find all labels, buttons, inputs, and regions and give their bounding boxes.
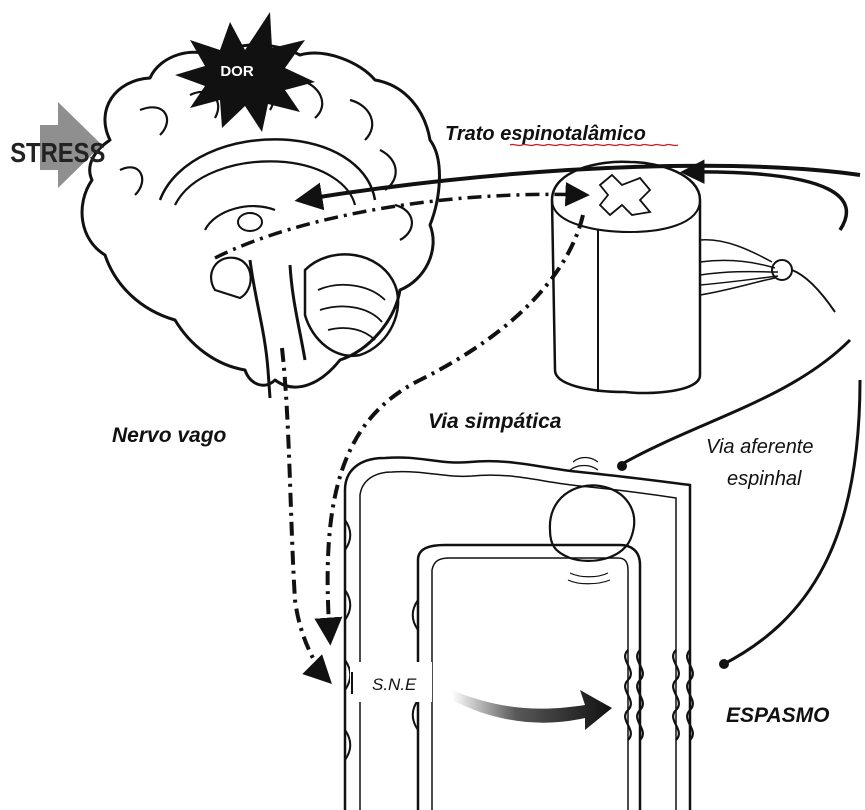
afferent-label-line2: espinhal	[727, 468, 802, 490]
vagus-nerve-label: Nervo vago	[112, 424, 227, 447]
brain-to-cord-path	[215, 194, 585, 258]
sympathetic-label: Via simpática	[428, 410, 562, 433]
colon	[345, 457, 690, 810]
spasm-coils	[625, 650, 693, 740]
dor-label: DOR	[220, 63, 254, 80]
spasm-label: ESPASMO	[726, 704, 829, 727]
sne-to-spasm-arrow	[452, 690, 612, 730]
vagus-nerve-path	[282, 348, 328, 680]
stress-label: STRESS	[10, 136, 105, 168]
spellcheck-underline	[510, 144, 678, 145]
pain-starburst: DOR	[175, 12, 315, 132]
spinal-cord	[552, 162, 835, 393]
afferent-spinal-path-2	[722, 380, 860, 665]
afferent-label-line1: Via aferente	[706, 436, 814, 458]
spinothalamic-tract-label: Trato espinotalâmico	[445, 123, 646, 145]
sne-label: S.N.E	[372, 675, 417, 694]
afferent-loop-path	[685, 172, 846, 230]
